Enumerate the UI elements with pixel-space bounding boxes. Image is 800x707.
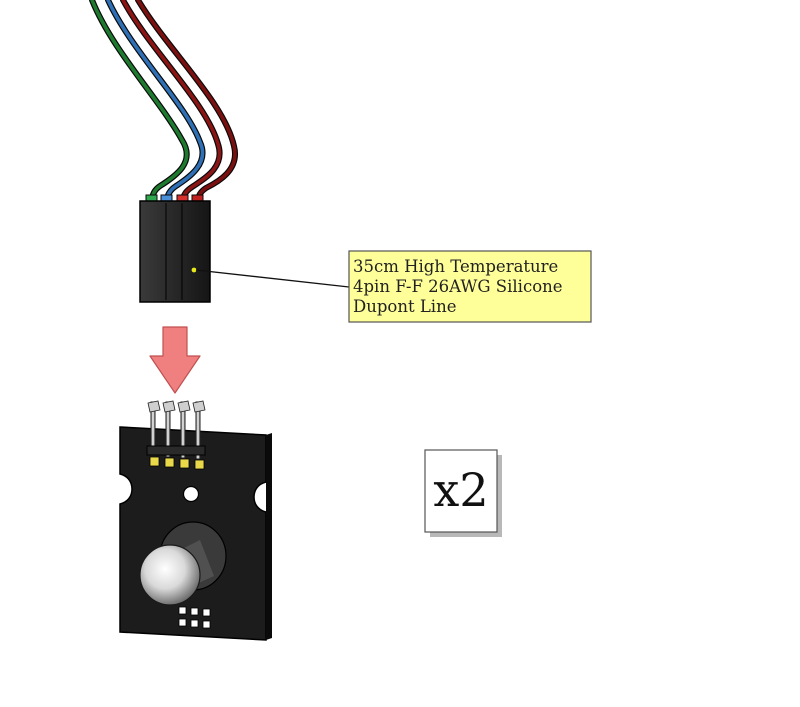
callout-line-1: 35cm High Temperature [353, 257, 558, 276]
callout-anchor-dot [191, 267, 197, 273]
led-bulb [139, 521, 227, 606]
callout-leader-line [195, 269, 350, 288]
led-module [119, 400, 272, 641]
header-pins [146, 400, 206, 470]
wire-dark-red [136, 0, 237, 203]
cable-wires [89, 0, 238, 204]
wire-red [121, 0, 222, 203]
callout-box [348, 250, 592, 323]
quantity-badge: x2 [424, 449, 502, 537]
down-arrow-icon [149, 326, 201, 394]
quantity-label: x2 [433, 463, 488, 517]
bottom-pin-holes [178, 606, 211, 629]
dupont-connector-housing [139, 200, 211, 303]
quantity-box [424, 449, 498, 533]
callout-label: 35cm High Temperature 4pin F-F 26AWG Sil… [348, 250, 592, 323]
mounting-hole [182, 485, 200, 503]
callout-line-2: 4pin F-F 26AWG Silicone [353, 277, 563, 296]
wire-blue [106, 0, 205, 203]
callout-line-3: Dupont Line [353, 297, 456, 316]
wire-green [90, 0, 189, 203]
dupont-cable [89, 0, 238, 303]
